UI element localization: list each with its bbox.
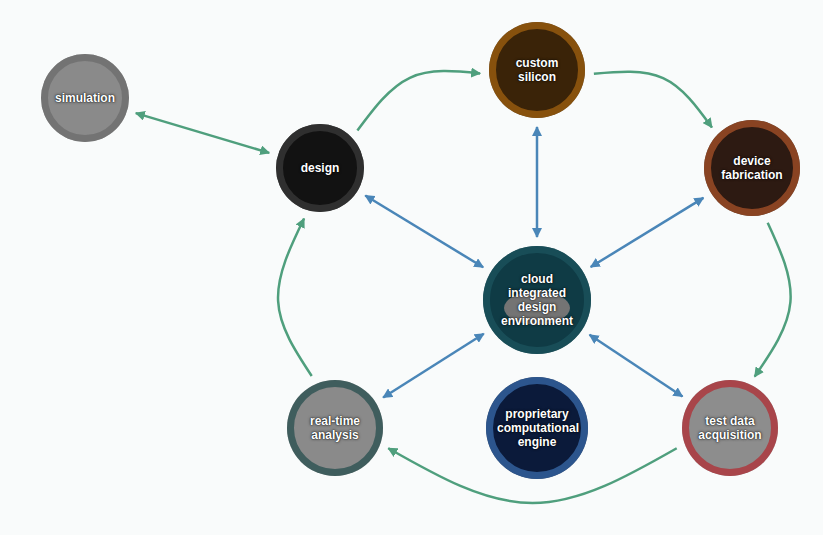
- photo-circle: test data acquisition: [681, 379, 779, 477]
- photo-texture: [685, 383, 775, 473]
- flow-arrow: [594, 72, 712, 128]
- node-label: simulation: [55, 91, 115, 105]
- photo-texture: [44, 57, 126, 139]
- photo-texture: [279, 127, 361, 209]
- node-label: custom silicon: [497, 56, 577, 84]
- circle-fill: [485, 376, 589, 480]
- node-label: real-time analysis: [295, 414, 375, 442]
- flow-arrow: [278, 219, 312, 376]
- node-label: test data acquisition: [690, 414, 770, 442]
- label-group: custom silicon: [497, 56, 577, 84]
- photo-texture: [492, 25, 582, 115]
- flow-arrow: [755, 223, 791, 377]
- label-group: cloud integrated design environment: [497, 272, 577, 328]
- photo-circle: simulation: [40, 53, 130, 143]
- flow-arrow: [591, 198, 704, 267]
- label-group: proprietary computational engine: [497, 407, 577, 449]
- circle-fill: [482, 245, 592, 355]
- circle-fill: [703, 119, 801, 217]
- photo-circle: device fabrication: [703, 119, 801, 217]
- flow-arrow: [590, 335, 683, 397]
- node-label: device fabrication: [712, 154, 792, 182]
- flow-arrow: [383, 334, 484, 398]
- node-label: design: [301, 161, 340, 175]
- label-group: simulation: [55, 91, 115, 105]
- photo-texture: [707, 123, 797, 213]
- photo-circle: real-time analysis: [286, 379, 384, 477]
- flow-arrow: [536, 127, 539, 237]
- photo-texture: [489, 380, 585, 476]
- label-group: device fabrication: [712, 154, 792, 182]
- photo-circle: custom silicon: [488, 21, 586, 119]
- circle-fill: [286, 379, 384, 477]
- label-group: real-time analysis: [295, 414, 375, 442]
- circle-fill: [40, 53, 130, 143]
- circle-fill: [681, 379, 779, 477]
- circle-fill: [275, 123, 365, 213]
- label-group: design: [301, 161, 340, 175]
- photo-texture: [290, 383, 380, 473]
- photo-texture: [486, 249, 588, 351]
- photo-circle: proprietary computational engine: [485, 376, 589, 480]
- node-label: cloud integrated design environment: [497, 272, 577, 328]
- node-label: proprietary computational engine: [497, 407, 577, 449]
- photo-circle: cloud integrated design environment: [482, 245, 592, 355]
- flow-arrow: [365, 196, 483, 268]
- flow-arrow: [357, 71, 480, 130]
- label-group: test data acquisition: [690, 414, 770, 442]
- circle-fill: [488, 21, 586, 119]
- photo-circle: design: [275, 123, 365, 213]
- flow-arrow: [136, 113, 269, 153]
